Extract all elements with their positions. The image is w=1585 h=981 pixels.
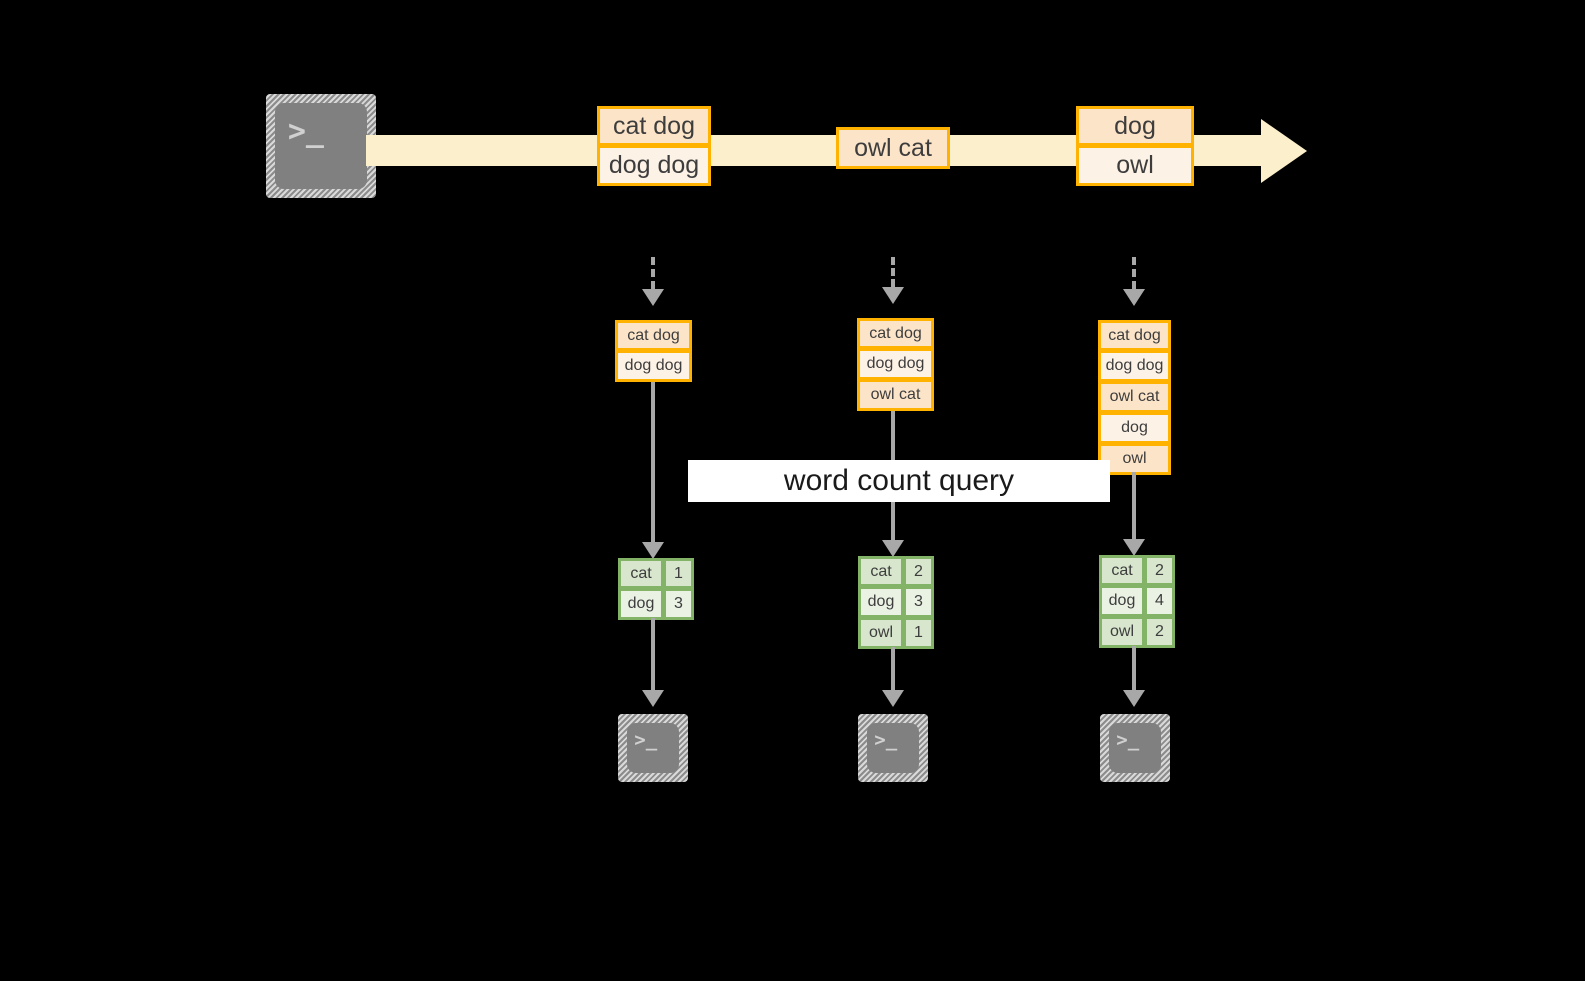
query-banner-label: word count query [783, 464, 1015, 497]
stream-message-line: dog dog [597, 146, 711, 186]
table-row: dog 3 [858, 587, 934, 618]
console-prompt-text: >_ [874, 729, 898, 751]
console-prompt-text: >_ [1116, 729, 1140, 751]
stage-1-sink-arrowhead [642, 690, 664, 707]
stage-3-query-line [1132, 472, 1136, 544]
table-row: cat 1 [618, 558, 694, 589]
console-prompt-text: >_ [634, 729, 658, 751]
stage-3-sink-arrowhead [1123, 690, 1145, 707]
console-screen: >_ [275, 103, 367, 189]
stream-message-line: dog [1076, 106, 1194, 146]
result-count: 2 [904, 556, 934, 587]
buffer-line: owl [1098, 444, 1171, 475]
table-row: owl 2 [1099, 617, 1175, 648]
result-count: 3 [664, 589, 694, 620]
stage-1-buffer: cat dog dog dog [615, 320, 692, 382]
result-word: owl [1099, 617, 1145, 648]
result-count: 4 [1145, 586, 1175, 617]
stage-2-sink-arrowhead [882, 690, 904, 707]
buffer-line: cat dog [857, 318, 934, 349]
table-row: dog 3 [618, 589, 694, 620]
stage-2-feed-arrowhead [882, 287, 904, 304]
result-count: 1 [664, 558, 694, 589]
console-screen: >_ [867, 723, 919, 773]
stage-1-sink-console-icon: >_ [618, 714, 688, 782]
stage-2-query-arrowhead [882, 540, 904, 557]
stream-message-group-3: dog owl [1076, 106, 1194, 186]
stage-1-query-line [651, 382, 655, 547]
buffer-line: dog dog [615, 351, 692, 382]
console-prompt-text: >_ [287, 113, 324, 149]
table-row: dog 4 [1099, 586, 1175, 617]
console-screen: >_ [627, 723, 679, 773]
console-screen: >_ [1109, 723, 1161, 773]
result-count: 2 [1145, 617, 1175, 648]
stream-message-line: owl cat [836, 127, 950, 169]
stage-2-buffer: cat dog dog dog owl cat [857, 318, 934, 411]
result-word: dog [858, 587, 904, 618]
result-word: cat [1099, 555, 1145, 586]
result-count: 1 [904, 618, 934, 649]
source-console-icon: >_ [266, 94, 376, 198]
stage-1-feed-arrowhead [642, 289, 664, 306]
stream-message-line: owl [1076, 146, 1194, 186]
stage-1-sink-line [651, 618, 655, 693]
stage-3-result-table: cat 2 dog 4 owl 2 [1099, 555, 1175, 648]
table-row: owl 1 [858, 618, 934, 649]
buffer-line: owl cat [1098, 382, 1171, 413]
stage-2-feed-line [891, 257, 895, 287]
buffer-line: cat dog [1098, 320, 1171, 351]
stage-3-feed-arrowhead [1123, 289, 1145, 306]
query-banner: word count query [688, 460, 1110, 502]
buffer-line: owl cat [857, 380, 934, 411]
stream-arrow-head [1261, 119, 1310, 183]
stage-2-sink-console-icon: >_ [858, 714, 928, 782]
stage-2-result-table: cat 2 dog 3 owl 1 [858, 556, 934, 649]
table-row: cat 2 [858, 556, 934, 587]
stage-2-sink-line [891, 647, 895, 693]
result-count: 3 [904, 587, 934, 618]
stage-3-query-arrowhead [1123, 539, 1145, 556]
buffer-line: dog dog [1098, 351, 1171, 382]
buffer-line: cat dog [615, 320, 692, 351]
stage-1-result-table: cat 1 dog 3 [618, 558, 694, 620]
stage-1-feed-line [651, 257, 655, 289]
result-word: dog [618, 589, 664, 620]
table-row: cat 2 [1099, 555, 1175, 586]
stage-3-buffer: cat dog dog dog owl cat dog owl [1098, 320, 1171, 475]
result-word: dog [1099, 586, 1145, 617]
result-word: owl [858, 618, 904, 649]
stage-3-sink-line [1132, 646, 1136, 693]
stream-message-line: cat dog [597, 106, 711, 146]
result-count: 2 [1145, 555, 1175, 586]
buffer-line: dog dog [857, 349, 934, 380]
result-word: cat [858, 556, 904, 587]
buffer-line: dog [1098, 413, 1171, 444]
stream-message-group-2: owl cat [836, 127, 950, 169]
stage-1-query-arrowhead [642, 542, 664, 559]
stream-message-group-1: cat dog dog dog [597, 106, 711, 186]
stage-3-feed-line [1132, 257, 1136, 289]
stage-3-sink-console-icon: >_ [1100, 714, 1170, 782]
result-word: cat [618, 558, 664, 589]
